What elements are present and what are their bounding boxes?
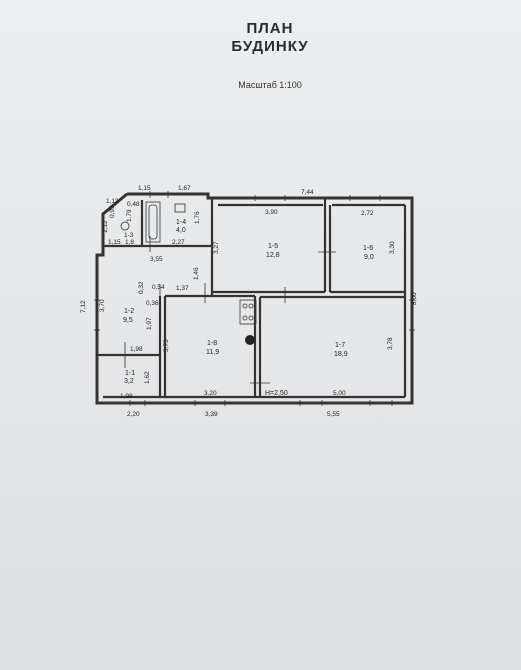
- plan-title: ПЛАН: [246, 20, 294, 37]
- room-id: 1-6: [363, 245, 373, 252]
- dimension: 1,98: [130, 346, 143, 353]
- sink-fixture: [174, 203, 186, 213]
- dimension: 1,76: [194, 211, 201, 224]
- room-id: 1-5: [268, 243, 278, 250]
- dimension: 3,90: [265, 209, 278, 216]
- room-id: 1-8: [207, 340, 217, 347]
- dimension: 3,55: [150, 256, 163, 263]
- windows: [94, 191, 415, 406]
- room-label-1-4: 1-4 4,0: [176, 219, 186, 234]
- dimension: 1,67: [178, 185, 191, 192]
- dimension: 1,97: [146, 317, 153, 330]
- room-id: 1-1: [125, 370, 135, 377]
- interior-walls: [97, 198, 407, 399]
- room-label-1-8: 1-8 11,9: [206, 340, 219, 356]
- outer-walls: [95, 192, 414, 405]
- dimension: 3,27: [213, 241, 220, 254]
- scale-label: Масштаб 1:100: [238, 80, 302, 90]
- bath-fixture: [145, 201, 161, 243]
- dimension: 3,73: [163, 339, 170, 352]
- room-area: 3,2: [124, 378, 134, 385]
- dimension: 7,44: [301, 189, 314, 196]
- room-label-1-2: 1-2 9,5: [123, 308, 134, 324]
- room-id: 1-3: [124, 232, 134, 239]
- room-label-1-1: 1-1 3,2: [124, 370, 135, 385]
- room-area: 11,9: [206, 349, 219, 356]
- dimension: 2,27: [172, 239, 185, 246]
- dimension: 1,15: [108, 239, 121, 246]
- dimension: 5,00: [333, 390, 346, 397]
- dimension: 2,20: [127, 411, 140, 418]
- dimension: 7,12: [80, 300, 87, 313]
- dimension: 1,37: [176, 285, 189, 292]
- ceiling-height: Н=2,50: [265, 390, 288, 397]
- dimension: 3,39: [205, 411, 218, 418]
- dimension: 3,30: [389, 241, 396, 254]
- dimension: 0,93: [109, 205, 116, 218]
- dimension: 0,32: [138, 281, 145, 294]
- dimension: 0,48: [127, 201, 140, 208]
- dimension-labels: 1,15 1,67 7,44 1,13 0,48 0,93 1,79 1,12 …: [80, 185, 418, 418]
- dimension: 1,98: [120, 393, 133, 400]
- room-id: 1-4: [176, 219, 186, 226]
- room-area: 4,0: [176, 227, 186, 234]
- room-label-1-3: 1-3 1,8: [124, 232, 134, 246]
- boiler-fixture: [245, 335, 255, 345]
- dimension: 3,70: [99, 299, 106, 312]
- room-id: 1-2: [124, 308, 134, 315]
- dimension: 2,72: [361, 210, 374, 217]
- room-area: 12,8: [266, 252, 280, 259]
- room-id: 1-7: [335, 342, 345, 349]
- room-area: 1,8: [125, 239, 134, 246]
- room-area: 9,0: [364, 254, 374, 261]
- room-area: 18,9: [334, 351, 348, 358]
- dimension: 1,62: [144, 371, 151, 384]
- stove-fixture: [239, 299, 257, 325]
- dimension: 1,13: [106, 198, 119, 205]
- room-area: 9,5: [123, 317, 133, 324]
- dimension: 1,46: [193, 267, 200, 280]
- dimension: 1,12: [102, 220, 109, 233]
- dimension: 3,78: [387, 337, 394, 350]
- dimension: 1,79: [126, 209, 133, 222]
- dimension: 0,54: [152, 284, 165, 291]
- dimension: 8,00: [411, 292, 418, 305]
- dimension: 5,55: [327, 411, 340, 418]
- dimension: 0,36: [146, 300, 159, 307]
- toilet-fixture: [120, 221, 130, 231]
- dimension: 1,15: [138, 185, 151, 192]
- plan-subtitle: БУДИНКУ: [231, 38, 309, 55]
- room-label-1-7: 1-7 18,9: [334, 342, 348, 358]
- dimension: 3,20: [204, 390, 217, 397]
- room-label-1-6: 1-6 9,0: [363, 245, 374, 261]
- room-label-1-5: 1-5 12,8: [266, 243, 280, 259]
